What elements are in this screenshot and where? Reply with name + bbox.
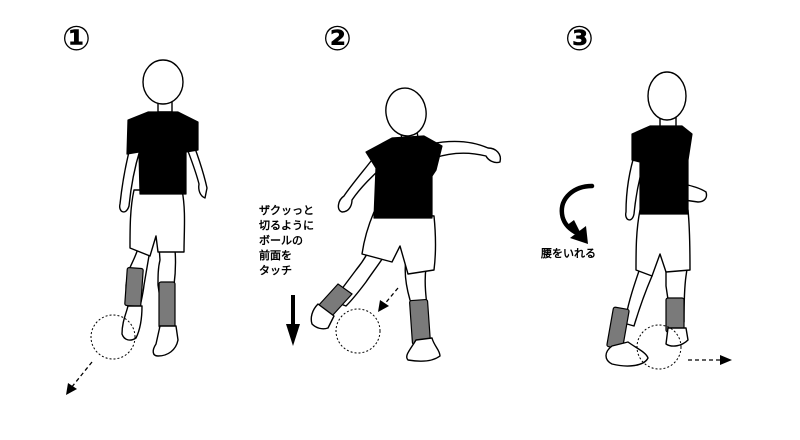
caption-line: タッチ [259,264,292,277]
player-figure-3 [559,71,732,370]
dashed-arrow-icon [382,287,399,307]
caption-line: ボールの [259,234,303,247]
step-1-number: ① [62,19,91,59]
caption-line: ザクッっと [259,204,314,217]
step-2-number: ② [323,19,352,59]
step-3-number: ③ [565,19,594,59]
ball [90,314,136,360]
ball [636,324,682,370]
rotation-arrow-icon [559,183,595,244]
caption-line: 前面を [259,249,292,262]
step-2-caption: ザクッっと 切るように ボールの 前面を タッチ [259,203,314,278]
step-3-caption: 腰をいれる [541,246,596,261]
caption-line: 腰をいれる [541,247,596,260]
player-figure-2 [286,87,502,362]
player-figure-1 [66,59,208,395]
ball [335,308,381,354]
down-arrow-icon [286,295,300,346]
caption-line: 切るように [259,219,314,232]
dashed-arrow-icon [70,361,93,389]
